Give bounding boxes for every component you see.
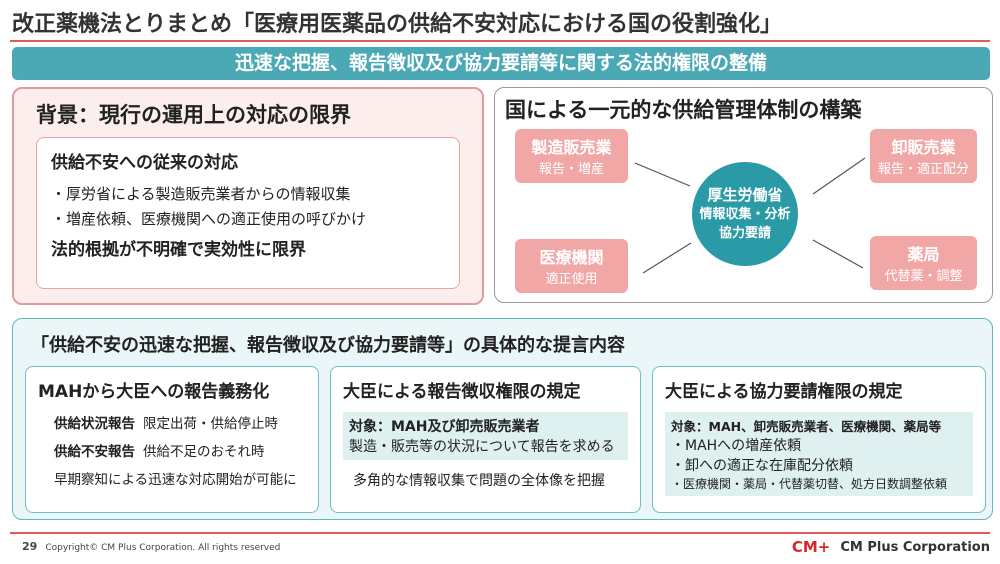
node-wholesaler: 卸販売業 報告・適正配分 — [870, 129, 977, 183]
footer-divider — [10, 532, 990, 534]
node-manufacturer: 製造販売業 報告・増産 — [515, 129, 628, 183]
node-name: 医療機関 — [539, 248, 604, 267]
target-item: ・医療機関・薬局・代替薬切替、処方日数調整依頼 — [671, 477, 948, 491]
card-title: 大臣による協力要請権限の規定 — [665, 382, 903, 402]
target-label: 対象：MAH、卸売販売業者、医療機関、薬局等 — [671, 419, 942, 434]
node-role: 報告・適正配分 — [877, 162, 969, 177]
card-row: 供給不安報告供給不足のおそれ時 — [54, 440, 306, 460]
title-divider — [10, 40, 990, 42]
row-label: 供給不安報告 — [54, 444, 135, 460]
connector-line — [812, 239, 864, 269]
page-number: 29 — [22, 540, 38, 553]
target-item: ・卸への適正な在庫配分依頼 — [671, 458, 853, 474]
card-row: 供給状況報告限定出荷・供給停止時 — [54, 412, 306, 432]
row-text: 限定出荷・供給停止時 — [143, 416, 278, 432]
footer-right: CM+ CM Plus Corporation — [792, 537, 990, 557]
node-name: 製造販売業 — [531, 138, 612, 157]
card-reporting-obligation: MAHから大臣への報告義務化 供給状況報告限定出荷・供給停止時 供給不安報告供給… — [25, 366, 319, 513]
target-box: 対象：MAH及び卸売販売業者 製造・販売等の状況について報告を求める — [343, 412, 628, 460]
inner-title: 供給不安への従来の対応 — [51, 153, 238, 173]
node-pharmacy: 薬局 代替薬・調整 — [870, 236, 977, 290]
card-note: 早期察知による迅速な対応開始が可能に — [54, 472, 297, 488]
node-role: 報告・増産 — [538, 162, 604, 177]
copyright: Copyright© CM Plus Corporation. All righ… — [45, 543, 281, 553]
center-name: 厚生労働省 — [707, 186, 783, 204]
center-line: 情報収集・分析 — [699, 207, 791, 222]
background-panel: 背景：現行の運用上の対応の限界 供給不安への従来の対応 ・厚労省による製造販売業… — [12, 87, 484, 305]
card-report-collection: 大臣による報告徴収権限の規定 対象：MAH及び卸売販売業者 製造・販売等の状況に… — [330, 366, 641, 513]
company-logo: CM+ — [791, 538, 831, 556]
footer-left: 29 Copyright© CM Plus Corporation. All r… — [22, 540, 280, 553]
target-label: 対象：MAH及び卸売販売業者 — [349, 419, 540, 435]
card-title: MAHから大臣への報告義務化 — [38, 382, 270, 402]
node-name: 卸販売業 — [891, 138, 956, 157]
list-item: ・増産依頼、医療機関への適正使用の呼びかけ — [51, 210, 367, 228]
conclusion: 法的根拠が不明確で実効性に限界 — [51, 240, 306, 260]
company-name: CM Plus Corporation — [840, 539, 990, 555]
node-role: 適正使用 — [545, 272, 598, 287]
node-role: 代替薬・調整 — [884, 269, 963, 284]
banner: 迅速な把握、報告徴収及び協力要請等に関する法的権限の整備 — [12, 47, 990, 80]
connector-line — [634, 162, 691, 187]
node-medical-institution: 医療機関 適正使用 — [515, 239, 628, 293]
connector-line — [812, 157, 866, 195]
card-title: 大臣による報告徴収権限の規定 — [343, 382, 581, 402]
card-cooperation-request: 大臣による協力要請権限の規定 対象：MAH、卸売販売業者、医療機関、薬局等 ・M… — [652, 366, 986, 513]
slide-title: 改正薬機法とりまとめ「医療用医薬品の供給不安対応における国の役割強化」 — [12, 12, 783, 37]
proposals-panel: 「供給不安の迅速な把握、報告徴収及び協力要請等」の具体的な提言内容 MAHから大… — [12, 318, 993, 520]
card-note: 多角的な情報収集で問題の全体像を把握 — [353, 473, 605, 489]
mhlw-center-node: 厚生労働省 情報収集・分析 協力要請 — [692, 162, 798, 266]
conventional-response-box: 供給不安への従来の対応 ・厚労省による製造販売業者からの情報収集 ・増産依頼、医… — [36, 137, 460, 289]
governance-panel: 国による一元的な供給管理体制の構築 製造販売業 報告・増産 卸販売業 報告・適正… — [494, 87, 993, 303]
node-name: 薬局 — [907, 245, 940, 264]
target-item: ・MAHへの増産依頼 — [671, 438, 802, 454]
center-line: 協力要請 — [718, 226, 771, 241]
list-item: ・厚労省による製造販売業者からの情報収集 — [51, 185, 351, 203]
governance-title: 国による一元的な供給管理体制の構築 — [505, 98, 862, 122]
connector-lines — [634, 157, 866, 274]
row-label: 供給状況報告 — [54, 416, 135, 432]
row-text: 供給不足のおそれ時 — [143, 444, 265, 460]
connector-line — [642, 242, 692, 274]
target-item: 製造・販売等の状況について報告を求める — [349, 439, 615, 455]
proposals-title: 「供給不安の迅速な把握、報告徴収及び協力要請等」の具体的な提言内容 — [31, 335, 625, 356]
target-box: 対象：MAH、卸売販売業者、医療機関、薬局等 ・MAHへの増産依頼 ・卸への適正… — [665, 412, 973, 496]
background-title: 背景：現行の運用上の対応の限界 — [36, 103, 351, 127]
